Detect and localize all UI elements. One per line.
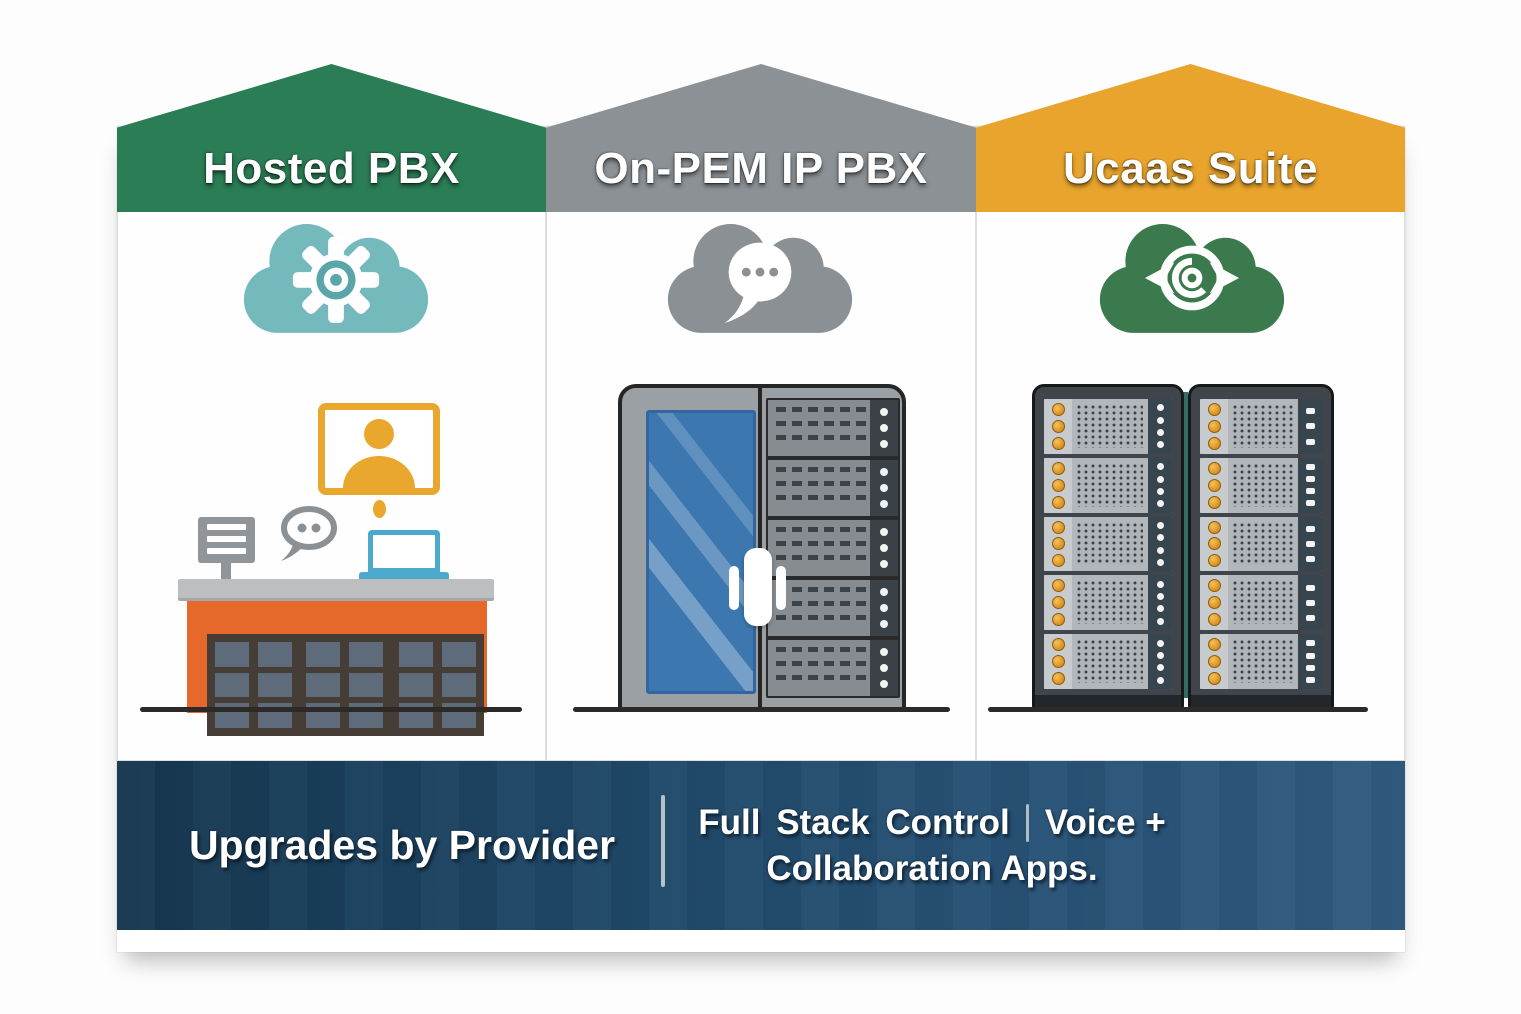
footer-bar: Upgrades by Provider Full Stack Control … bbox=[117, 761, 1405, 930]
laptop-icon bbox=[368, 530, 440, 573]
server-stack bbox=[766, 398, 900, 698]
person-icon bbox=[343, 419, 415, 488]
cloud-sync-icon bbox=[1094, 216, 1290, 336]
connector-dot bbox=[373, 500, 386, 518]
server-unit bbox=[768, 520, 898, 576]
footer-right-group: Full Stack Control Voice + Collaboration… bbox=[677, 761, 1187, 930]
server-unit bbox=[768, 460, 898, 516]
rack-unit bbox=[1044, 516, 1172, 572]
video-call-screen bbox=[318, 403, 440, 495]
office-building-illustration bbox=[187, 601, 487, 736]
server-unit bbox=[768, 580, 898, 636]
signboard-pole bbox=[221, 563, 231, 585]
rack-unit bbox=[1200, 634, 1322, 689]
server-unit bbox=[768, 640, 898, 696]
rack-unit bbox=[1044, 575, 1172, 631]
footer-small-divider bbox=[1025, 803, 1029, 842]
building-window bbox=[207, 634, 300, 736]
signboard-icon bbox=[198, 517, 255, 563]
door-handle-pill bbox=[776, 566, 786, 610]
building-window bbox=[298, 634, 391, 736]
rack-unit bbox=[1200, 457, 1322, 513]
footer-divider bbox=[661, 795, 665, 887]
rack-divider bbox=[1183, 392, 1188, 698]
server-unit bbox=[768, 400, 898, 456]
building-window bbox=[391, 634, 484, 736]
door-handle-pill bbox=[729, 566, 739, 610]
footer-voice-label: Voice + bbox=[1044, 802, 1166, 842]
rack-unit bbox=[1044, 399, 1172, 454]
ground-line bbox=[573, 707, 950, 712]
banner-title: Ucaas Suite bbox=[1063, 144, 1318, 193]
ground-line bbox=[140, 707, 522, 712]
cloud-gear-icon bbox=[238, 216, 434, 336]
rack-unit bbox=[1044, 457, 1172, 513]
banner-on-prem-ip-pbx: On-PEM IP PBX bbox=[546, 64, 976, 212]
banner-title: Hosted PBX bbox=[203, 144, 460, 193]
ground-line bbox=[988, 707, 1368, 712]
footer-left-label: Upgrades by Provider bbox=[188, 822, 616, 868]
footer-collab-label: Collaboration Apps. bbox=[766, 848, 1098, 888]
rack-plinth bbox=[1191, 695, 1331, 707]
rack-unit bbox=[1200, 575, 1322, 631]
banner-hosted-pbx: Hosted PBX bbox=[117, 64, 546, 212]
server-rack-left bbox=[1032, 384, 1184, 710]
rack-unit bbox=[1200, 399, 1322, 454]
server-rack-right bbox=[1188, 384, 1334, 710]
rack-unit bbox=[1200, 516, 1322, 572]
rack-plinth bbox=[1035, 695, 1181, 707]
cloud-chat-bubble-icon bbox=[662, 216, 858, 336]
glass-door bbox=[646, 410, 756, 694]
footer-full-stack-label: Full Stack Control bbox=[698, 802, 1010, 842]
door-handle bbox=[744, 548, 772, 626]
banner-title: On-PEM IP PBX bbox=[594, 144, 928, 193]
banner-ucaas-suite: Ucaas Suite bbox=[976, 64, 1405, 212]
rack-unit bbox=[1044, 634, 1172, 689]
laptop-base bbox=[359, 572, 449, 581]
counter-top bbox=[178, 579, 494, 601]
speech-bubble-icon bbox=[276, 505, 338, 563]
